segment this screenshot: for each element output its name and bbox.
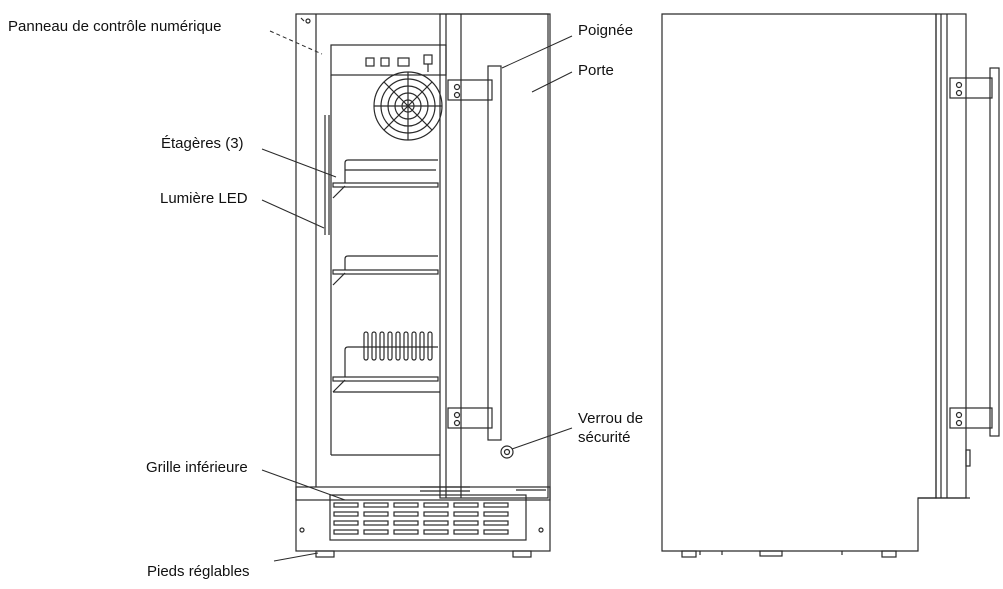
label-handle: Poignée <box>578 22 634 39</box>
shelves <box>332 159 440 393</box>
adjustable-feet <box>315 550 532 558</box>
leader-door <box>531 71 573 93</box>
label-shelves: Étagères (3) <box>161 135 244 152</box>
leader-control-panel <box>269 30 323 55</box>
safety-lock <box>500 445 514 459</box>
wine-rack-rods <box>363 331 433 361</box>
control-panel-buttons <box>365 54 433 72</box>
leader-safety-lock <box>511 427 573 450</box>
door-handle <box>447 65 502 441</box>
leader-handle <box>501 35 573 69</box>
callout-lines <box>261 30 573 562</box>
leader-adjustable-feet <box>273 552 319 562</box>
fan <box>373 71 443 141</box>
label-adjustable-feet: Pieds réglables <box>147 563 250 580</box>
leader-shelves <box>261 148 337 178</box>
open-door <box>420 13 549 499</box>
label-safety-lock: Verrou de sécurité <box>578 410 644 446</box>
label-bottom-grille: Grille inférieure <box>146 459 248 476</box>
led-strip <box>324 115 330 235</box>
bottom-grille <box>299 489 546 541</box>
leader-bottom-grille <box>261 469 346 501</box>
leader-led-light <box>261 199 325 229</box>
front-view-cabinet <box>295 13 551 552</box>
side-view-cabinet <box>661 13 1000 558</box>
label-led-light: Lumière LED <box>160 190 248 207</box>
label-control-panel: Panneau de contrôle numérique <box>8 18 222 35</box>
label-door: Porte <box>578 62 614 79</box>
